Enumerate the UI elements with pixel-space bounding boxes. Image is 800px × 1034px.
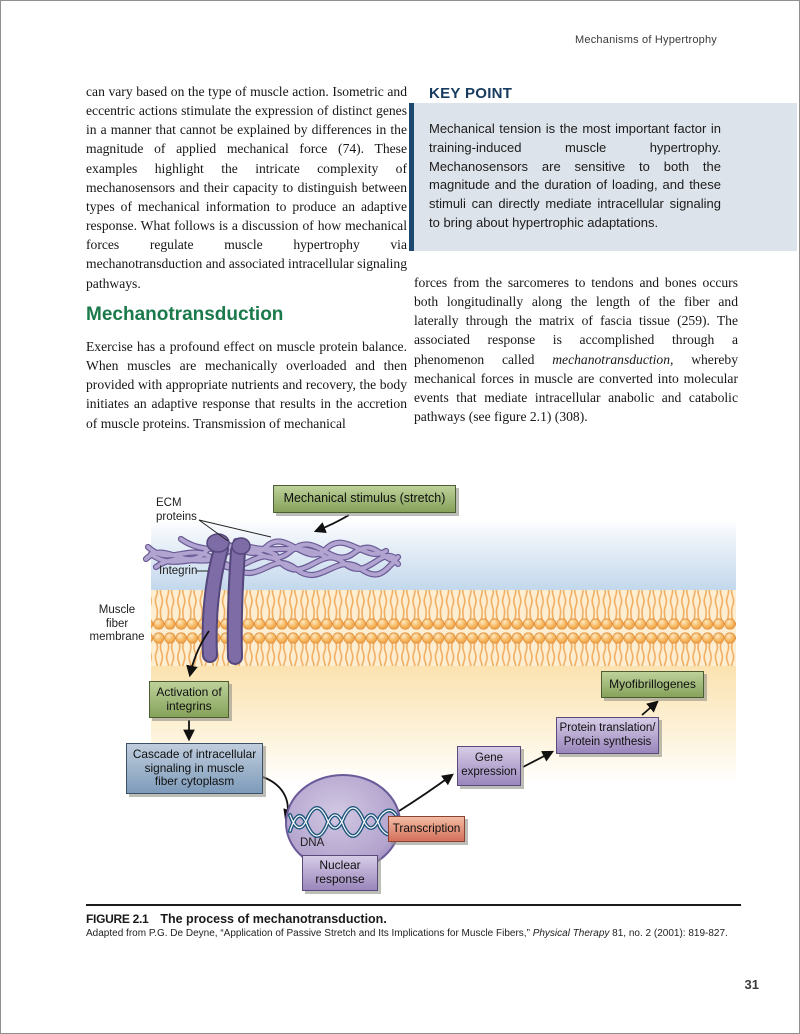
integrin-label: Integrin bbox=[159, 565, 198, 577]
page-number: 31 bbox=[744, 977, 759, 992]
caption-rule bbox=[86, 904, 741, 906]
figure-2-1: ECM proteins Integrin Muscle fiber membr… bbox=[86, 479, 741, 899]
protein-translation-box: Protein translation/ Protein synthesis bbox=[556, 717, 659, 754]
key-point-title: KEY POINT bbox=[429, 85, 513, 102]
mechanotransduction-diagram bbox=[142, 514, 736, 872]
right-paragraph-text: forces from the sarcomeres to tendons an… bbox=[414, 275, 738, 367]
credit-journal-name: Physical Therapy bbox=[532, 928, 610, 939]
dna-helix-graphic bbox=[288, 806, 398, 838]
muscle-fiber-membrane-label: Muscle fiber membrane bbox=[89, 604, 145, 643]
italic-term-mechanotransduction: mechanotransduction, bbox=[552, 351, 674, 367]
running-head: Mechanisms of Hypertrophy bbox=[575, 34, 717, 46]
nuclear-response-box: Nuclear response bbox=[302, 855, 378, 891]
left-column-paragraph-1: can vary based on the type of muscle act… bbox=[86, 84, 407, 291]
gene-expression-box: Gene expression bbox=[457, 746, 521, 786]
section-heading-mechanotransduction: Mechanotransduction bbox=[86, 304, 284, 325]
right-paragraph-text-after: whereby mechanical forces in muscle are … bbox=[414, 351, 738, 425]
integrin-graphic bbox=[201, 533, 251, 665]
dna-label: DNA bbox=[300, 837, 325, 849]
ecm-fibers-graphic bbox=[142, 535, 402, 578]
figure-caption: FIGURE 2.1 The process of mechanotransduc… bbox=[86, 910, 387, 928]
left-column-paragraph-2: Exercise has a profound effect on muscle… bbox=[86, 339, 407, 431]
key-point-body: Mechanical tension is the most important… bbox=[429, 121, 721, 230]
mechanical-stimulus-box: Mechanical stimulus (stretch) bbox=[273, 485, 456, 513]
figure-credit: Adapted from P.G. De Deyne, “Application… bbox=[86, 928, 746, 939]
transcription-box: Transcription bbox=[388, 816, 465, 842]
credit-text-after: 81, no. 2 (2001): 819-827. bbox=[609, 928, 728, 939]
label-pointer-lines bbox=[196, 519, 272, 572]
right-column-paragraph: forces from the sarcomeres to tendons an… bbox=[414, 273, 738, 426]
credit-text: Adapted from P.G. De Deyne, “Application… bbox=[86, 928, 533, 939]
key-point-accent-bar bbox=[409, 103, 414, 251]
figure-number: FIGURE 2.1 bbox=[86, 912, 149, 926]
activation-of-integrins-box: Activation of integrins bbox=[149, 681, 229, 718]
figure-caption-title: The process of mechanotransduction. bbox=[160, 912, 387, 926]
nucleus-graphic bbox=[285, 774, 401, 872]
cascade-signaling-box: Cascade of intracellular signaling in mu… bbox=[126, 743, 263, 794]
ecm-proteins-label: ECM proteins bbox=[156, 497, 197, 523]
myofibrillogenes-box: Myofibrillogenes bbox=[601, 671, 704, 698]
key-point-box bbox=[414, 103, 797, 251]
membrane-graphic bbox=[151, 590, 736, 666]
